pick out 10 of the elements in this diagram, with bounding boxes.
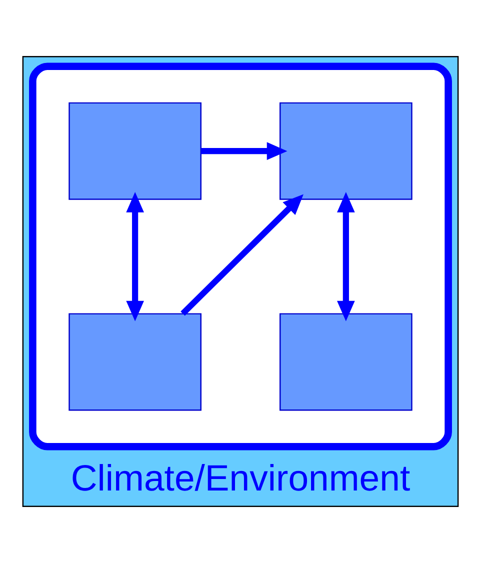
cluster bbox=[29, 62, 452, 450]
node-box bbox=[68, 312, 202, 410]
node-box bbox=[68, 102, 202, 200]
arrow bbox=[126, 192, 144, 321]
cluster: Climate/Environment bbox=[22, 56, 459, 506]
arrow bbox=[337, 192, 355, 321]
arrow bbox=[180, 194, 304, 316]
node-box bbox=[280, 312, 412, 410]
arrow bbox=[200, 142, 288, 160]
node-box bbox=[280, 102, 412, 200]
